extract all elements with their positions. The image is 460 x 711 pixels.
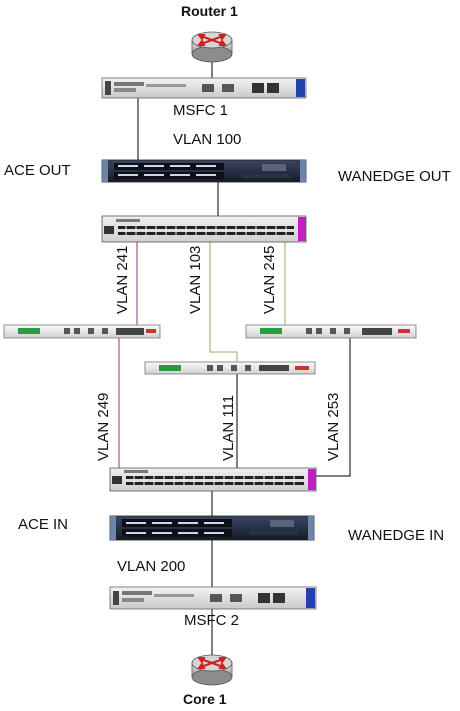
vlan241-label: VLAN 241 — [114, 245, 131, 314]
vlan200-label: VLAN 200 — [117, 558, 186, 575]
router-top-label: Router 1 — [181, 3, 238, 19]
link-vlan253 — [316, 338, 351, 477]
ace-server-icon[interactable] — [109, 515, 315, 541]
ace-server-icon[interactable] — [101, 159, 307, 183]
link-vlan103 — [209, 242, 238, 362]
router-icon[interactable] — [191, 31, 233, 63]
msfc-chassis-icon[interactable] — [101, 77, 307, 99]
appliance-icon[interactable] — [3, 324, 161, 339]
links — [118, 62, 351, 655]
vlan111-label: VLAN 111 — [220, 394, 237, 461]
wanedge-out-label: WANEDGE OUT — [338, 168, 451, 185]
vlan100-label: VLAN 100 — [173, 131, 242, 148]
vlan103-label: VLAN 103 — [187, 245, 204, 314]
router-bottom-label: Core 1 — [183, 691, 227, 707]
appliance-icon[interactable] — [245, 324, 417, 339]
ace-out-label: ACE OUT — [4, 162, 71, 179]
ace-in-label: ACE IN — [18, 516, 69, 533]
vlan249-label: VLAN 249 — [95, 392, 112, 461]
msfc-top-label: MSFC 1 — [173, 102, 229, 119]
vlan253-label: VLAN 253 — [325, 392, 342, 461]
router-icon[interactable] — [191, 654, 233, 686]
appliance-icon[interactable] — [144, 361, 316, 375]
msfc-chassis-icon[interactable] — [109, 586, 317, 610]
msfc-bottom-label: MSFC 2 — [184, 612, 240, 629]
vlan245-label: VLAN 245 — [261, 245, 278, 314]
switch-icon[interactable] — [101, 215, 307, 243]
wanedge-in-label: WANEDGE IN — [348, 527, 445, 544]
switch-icon[interactable] — [109, 467, 317, 492]
